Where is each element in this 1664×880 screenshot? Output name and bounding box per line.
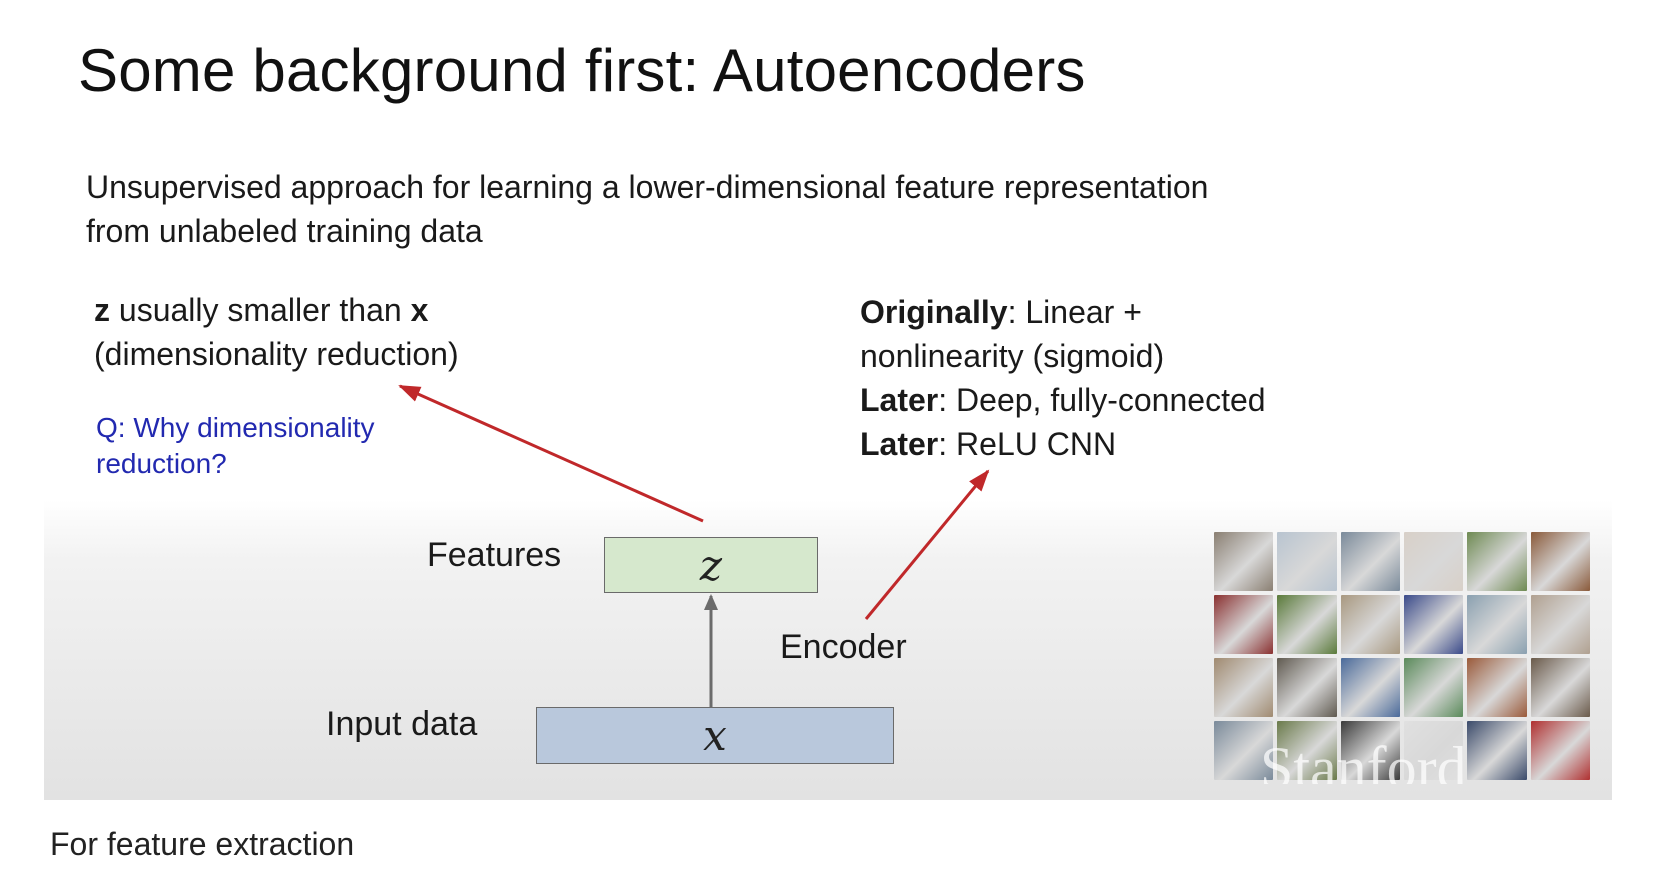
later-text-1: : Deep, fully-connected (938, 382, 1266, 418)
question-note: Q: Why dimensionality reduction? (96, 410, 375, 482)
z-bold: z (94, 292, 110, 328)
image-thumbnail (1467, 532, 1527, 591)
image-thumbnail (1403, 721, 1464, 780)
image-thumbnail (1467, 595, 1527, 654)
image-thumbnail-grid (1214, 532, 1590, 780)
image-thumbnail (1467, 721, 1527, 780)
x-symbol: x (703, 711, 727, 760)
intro-line-2: from unlabeled training data (86, 213, 483, 249)
image-thumbnail (1530, 595, 1590, 654)
image-thumbnail (1340, 721, 1400, 780)
image-thumbnail (1530, 658, 1590, 717)
image-thumbnail (1340, 532, 1400, 591)
image-thumbnail (1403, 658, 1464, 717)
later-line-1: Later: Deep, fully-connected (860, 378, 1266, 422)
originally-bold: Originally (860, 294, 1008, 330)
slide-title: Some background first: Autoencoders (78, 37, 1086, 104)
dimensionality-note: z usually smaller than x (dimensionality… (94, 288, 459, 376)
stanford-watermark: Stanford (1260, 735, 1467, 784)
image-thumbnail (1277, 658, 1337, 717)
intro-line-1: Unsupervised approach for learning a low… (86, 169, 1209, 205)
encoder-label: Encoder (780, 628, 907, 666)
image-thumbnail (1214, 595, 1274, 654)
originally-line: Originally: Linear + (860, 290, 1266, 334)
encoder-history-note: Originally: Linear + nonlinearity (sigmo… (860, 290, 1266, 466)
dimensionality-note-line-1: z usually smaller than x (94, 288, 459, 332)
image-thumbnail (1467, 658, 1527, 717)
image-thumbnail (1340, 595, 1400, 654)
image-thumbnail (1340, 658, 1400, 717)
later-text-2: : ReLU CNN (938, 426, 1117, 462)
question-line-1: Q: Why dimensionality (96, 412, 375, 443)
x-bold: x (410, 292, 429, 328)
later-line-2: Later: ReLU CNN (860, 422, 1266, 466)
image-thumbnail (1530, 532, 1590, 591)
originally-text: : Linear + (1007, 294, 1142, 330)
image-thumbnail (1214, 658, 1274, 717)
slide: Some background first: Autoencoders Unsu… (44, 0, 1612, 800)
image-thumbnail (1277, 595, 1337, 654)
z-symbol: z (699, 540, 723, 590)
image-thumbnail (1530, 721, 1590, 780)
later-bold-2: Later (860, 426, 939, 462)
image-thumbnail (1277, 532, 1337, 591)
image-thumbnail (1403, 532, 1464, 591)
question-line-2: reduction? (96, 448, 227, 479)
note-text: usually smaller than (110, 292, 411, 328)
features-box: z (604, 537, 818, 593)
image-thumbnail (1403, 595, 1464, 654)
nonlinearity-line: nonlinearity (sigmoid) (860, 338, 1165, 374)
dimensionality-note-line-2: (dimensionality reduction) (94, 336, 459, 372)
caption: For feature extraction (50, 826, 355, 862)
intro-text: Unsupervised approach for learning a low… (86, 165, 1386, 253)
input-data-label: Input data (326, 705, 478, 743)
image-thumbnail (1277, 721, 1337, 780)
features-label: Features (427, 536, 562, 574)
input-box: x (536, 707, 894, 764)
features-to-note-arrow (398, 384, 704, 523)
diagram-arrows (398, 384, 990, 707)
later-bold-1: Later (860, 382, 939, 418)
image-thumbnail (1214, 532, 1274, 591)
encoder-to-note-arrow (864, 469, 990, 620)
image-thumbnail (1214, 721, 1274, 780)
